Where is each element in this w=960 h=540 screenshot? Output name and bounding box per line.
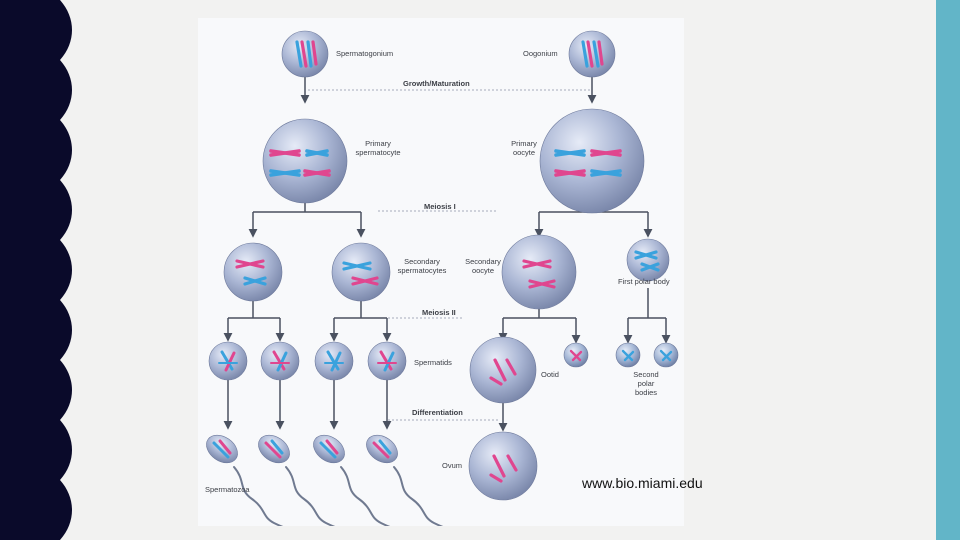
label-growth-maturation: Growth/Maturation [403,79,470,88]
chromosome [571,350,583,362]
right-accent-band [936,0,960,540]
label-spermatozoa: Spermatozoa [205,485,250,494]
chromosome [489,473,503,483]
polar-body-cell-1 [563,342,589,368]
lineage-connectors [223,76,671,432]
chromosome [554,149,586,157]
label-spermatogonium: Spermatogonium [336,49,394,58]
chromosome [342,261,372,271]
sperm-tail [233,466,284,526]
label-differentiation: Differentiation [412,408,463,417]
chromosome [276,351,288,372]
chromosome [224,351,236,372]
chromosome [659,349,672,362]
label-primary-spermatocyte: Primary spermatocyte [355,139,401,157]
chromosome [330,351,342,372]
spermatid-cell-3 [314,341,354,381]
label-meiosis-i: Meiosis I [424,202,456,211]
chromosome [661,350,673,362]
chromosome [506,454,518,472]
chromosome [621,349,634,362]
chromosome [300,40,308,68]
chromosome [305,149,329,157]
cells-layer [206,30,679,501]
label-first-polar-body: First polar body [618,277,670,286]
primary-oocyte-cell [539,108,645,214]
polar-body-cell-2 [615,342,641,368]
polar-body-cell-3 [653,342,679,368]
chromosome [493,358,507,382]
spermatid-cell-4 [367,341,407,381]
chromosome [505,358,517,376]
chromosome [586,40,594,68]
spermatozoon-3 [313,434,345,464]
spermatid-cell-1 [208,341,248,381]
chromosome [522,259,552,269]
chromosome [492,454,506,478]
secondary-oocyte-cell [501,234,577,310]
sperm-tail [285,466,336,526]
primary-spermatocyte-cell [262,118,348,204]
source-credit: www.bio.miami.edu [582,475,703,491]
chromosome [235,259,265,269]
oogonium-cell [568,30,616,78]
label-primary-oocyte: Primary oocyte [511,139,537,157]
chromosome [569,349,582,362]
ootid-cell [469,336,537,404]
chromosome [489,376,503,386]
chromosome [590,169,622,177]
gametogenesis-diagram [206,30,679,526]
chromosome [306,40,313,68]
spermatozoon-1 [206,434,238,464]
secondary-spermatocyte-cell-2 [331,242,391,302]
spermatozoon-4 [366,434,398,464]
gametogenesis-figure: Spermatogonium Oogonium Growth/Maturatio… [198,18,684,526]
sperm-tail [340,466,391,526]
chromosome [269,169,301,177]
chromosome [592,40,600,68]
chromosome [272,350,286,371]
chromosome [590,149,622,157]
chromosome [295,40,303,68]
label-secondary-spermatocytes: Secondary spermatocytes [397,257,447,275]
label-ootid: Ootid [541,370,559,379]
ovum-cell [468,431,538,501]
secondary-spermatocyte-cell-1 [223,242,283,302]
label-second-polar-bodies: Second polar bodies [633,370,659,397]
chromosome [220,350,234,371]
left-wavy-band [0,0,72,540]
sperm-tails [233,466,444,526]
chromosome [303,169,331,177]
chromosome [528,279,556,289]
spermatid-cell-2 [260,341,300,381]
chromosome [311,40,318,66]
chromosome [383,351,395,372]
sperm-tail [393,466,444,526]
chromosome [597,40,604,66]
chromosome [634,250,658,260]
label-ovum: Ovum [442,461,463,470]
chromosome [326,350,340,371]
chromosome [640,262,660,272]
chromosome [243,276,267,286]
label-oogonium: Oogonium [523,49,558,58]
spermatozoon-2 [258,434,290,464]
chromosome [623,350,635,362]
label-secondary-oocyte: Secondary oocyte [465,257,501,275]
first-polar-body-cell [626,238,670,282]
chromosome [554,169,586,177]
label-spermatids: Spermatids [414,358,452,367]
label-meiosis-ii: Meiosis II [422,308,456,317]
chromosome [351,276,379,286]
chromosome [581,40,589,68]
chromosome [269,149,301,157]
chromosome [379,350,393,371]
spermatogonium-cell [281,30,329,78]
